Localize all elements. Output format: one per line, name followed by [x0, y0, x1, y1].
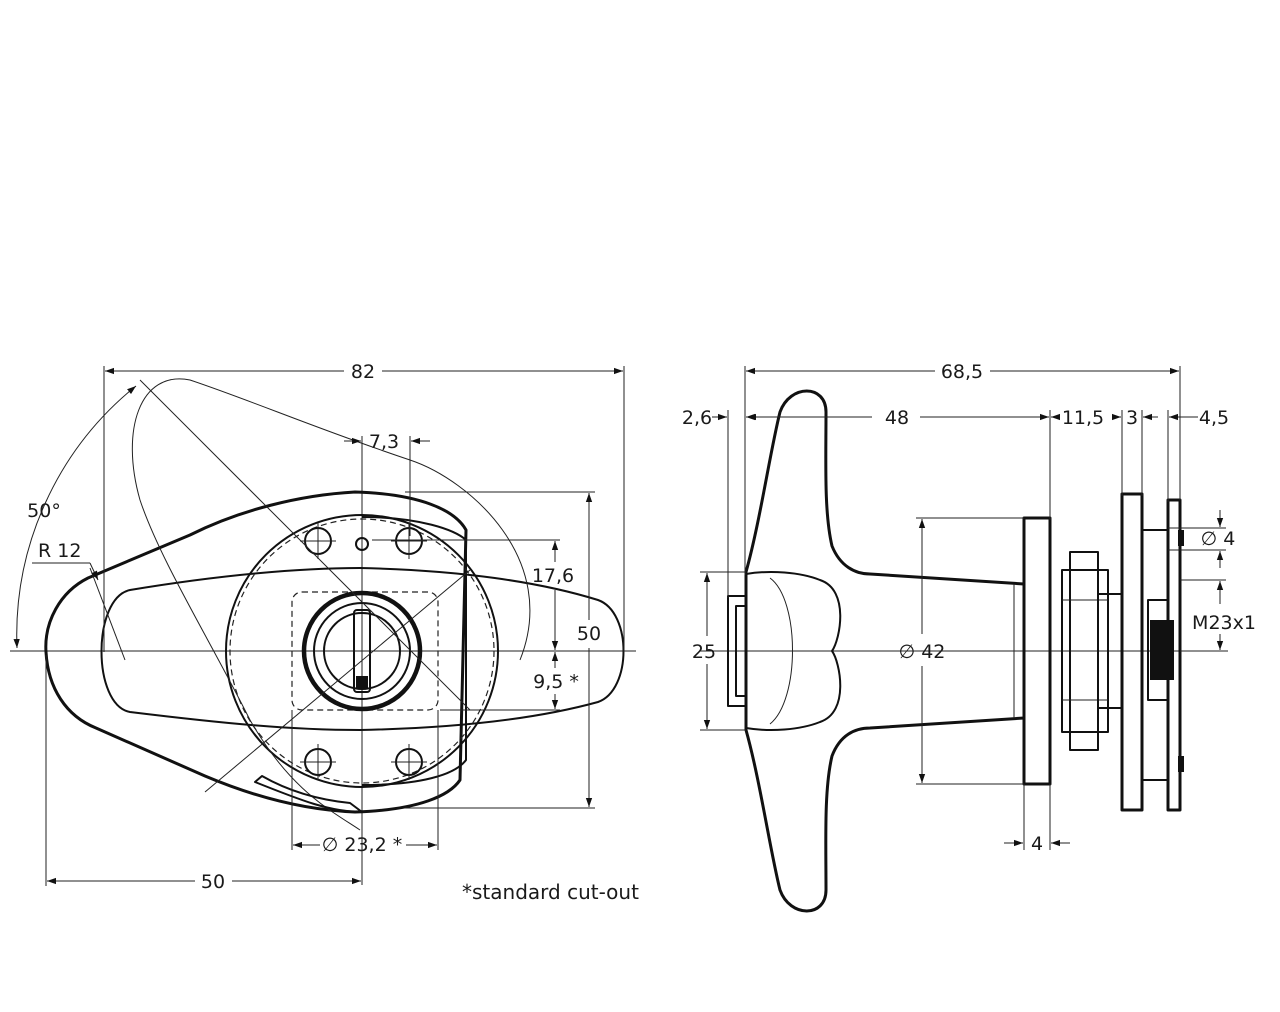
handle-lever-inner: [100, 567, 625, 731]
keyway-mark: [356, 676, 368, 688]
key-head-inner: [735, 605, 747, 697]
side-view: 68,5 2,6 48 11,5 3 4,5 25: [682, 361, 1256, 913]
dim-50-vertical: 50: [577, 623, 601, 645]
dim-9-5: 9,5 *: [533, 671, 579, 693]
front-view: 82 7,3 50° R 12 17,6 9,5 * 50: [10, 361, 639, 904]
dim-r12: R 12: [38, 540, 81, 562]
round-flange: [1022, 516, 1052, 786]
dim-dia-4: ∅ 4: [1201, 528, 1236, 550]
dim-dia-23-2: ∅ 23,2 *: [322, 834, 402, 856]
pin-hole: [355, 537, 369, 551]
dim-11-5: 11,5: [1062, 407, 1104, 429]
dim-7-3: 7,3: [369, 431, 399, 453]
dim-m23x1: M23x1: [1192, 612, 1256, 634]
standard-cutout-note: *standard cut-out: [462, 880, 639, 904]
cam-thread: [1150, 620, 1174, 680]
dim-48: 48: [885, 407, 909, 429]
latch-tongue: [254, 775, 363, 813]
housing-circle: [225, 514, 499, 788]
keyway-slot: [353, 609, 371, 693]
rotated-handle-ghost: [131, 378, 531, 831]
cylinder-core: [323, 612, 401, 690]
nut-hex: [1061, 569, 1109, 733]
dim-angle-50: 50°: [27, 500, 61, 522]
dim-25: 25: [692, 641, 716, 663]
dim-dia-42: ∅ 42: [899, 641, 946, 663]
dim-50-horizontal: 50: [201, 871, 225, 893]
dim-82: 82: [351, 361, 375, 383]
dim-17-6: 17,6: [532, 565, 574, 587]
dim-2-6: 2,6: [682, 407, 712, 429]
dim-4-5: 4,5: [1199, 407, 1229, 429]
dim-4: 4: [1031, 833, 1043, 855]
handle-outer-outline: [44, 490, 468, 814]
dim-3: 3: [1126, 407, 1138, 429]
dim-68-5: 68,5: [941, 361, 983, 383]
mounting-plate: [1120, 492, 1144, 812]
cutout-circle: [229, 518, 495, 784]
grip-contour: [745, 571, 842, 731]
cylinder-ring: [313, 602, 411, 700]
cylinder-outer: [301, 590, 423, 712]
